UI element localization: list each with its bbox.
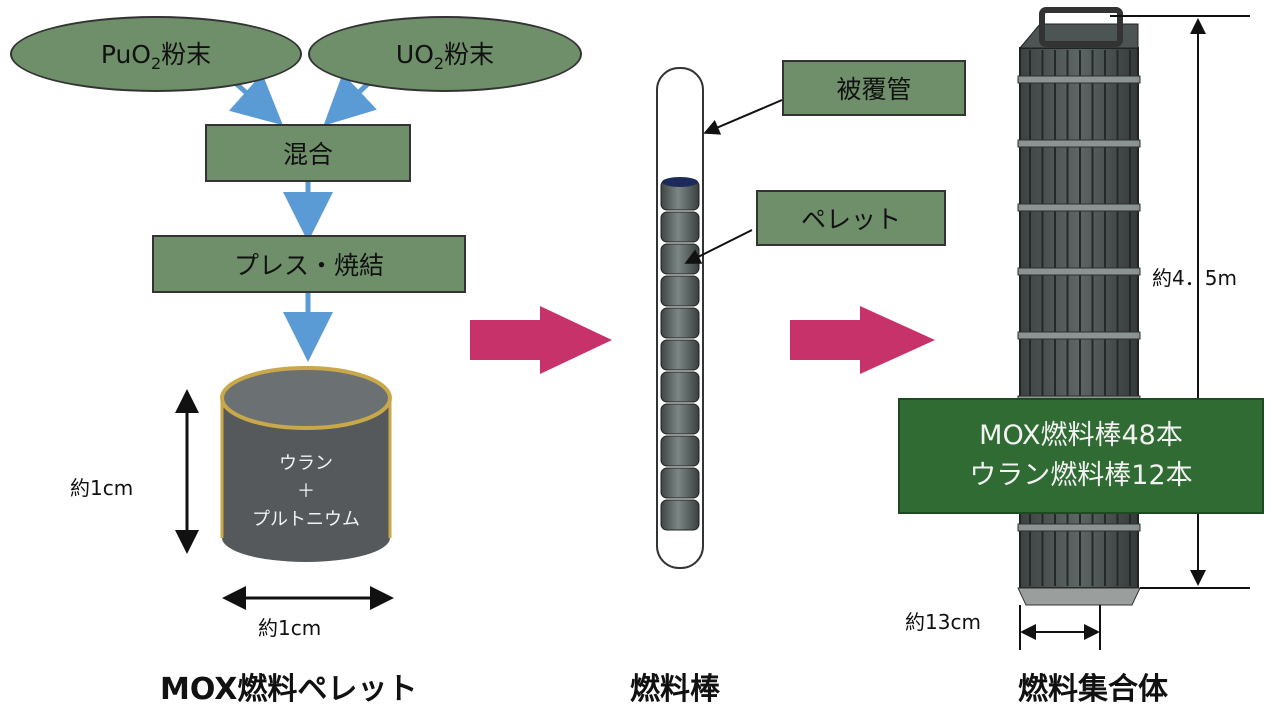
assembly-grid-spacer: [1017, 75, 1141, 84]
rod-pellet-top: [662, 177, 698, 187]
fuel-rod: [656, 67, 704, 569]
puo2-label: PuO2粉末: [100, 40, 212, 73]
assembly-width-label: 約13cm: [905, 610, 981, 634]
pellet-line-plutonium: プルトニウム: [252, 509, 360, 530]
composition-uranium: ウラン燃料棒12本: [969, 460, 1193, 491]
big-arrow-2: [790, 306, 935, 374]
pellet-callout-label: ペレット: [800, 205, 901, 234]
rod-pellet: [660, 211, 700, 243]
rod-pellet: [660, 499, 700, 531]
assembly-grid-spacer: [1017, 203, 1141, 212]
rod-pellet: [660, 307, 700, 339]
big-arrow-1: [470, 306, 612, 374]
assembly-composition-box: MOX燃料棒48本 ウラン燃料棒12本: [898, 398, 1264, 514]
composition-mox: MOX燃料棒48本: [979, 420, 1183, 451]
fuel-assembly: [1017, 7, 1141, 606]
caption-fuel-assembly: 燃料集合体: [1018, 672, 1168, 707]
rod-pellet: [660, 435, 700, 467]
rod-pellet: [660, 275, 700, 307]
uo2-powder-oval: UO2粉末: [308, 16, 582, 92]
assembly-height-label: 約4．5m: [1152, 266, 1237, 290]
pellet-callout-box: ペレット: [756, 190, 946, 246]
pellet-leader: [684, 229, 753, 264]
rod-pellet: [660, 371, 700, 403]
assembly-grid-spacer: [1017, 139, 1141, 148]
assembly-grid-spacer: [1017, 267, 1141, 276]
uo2-label: UO2粉末: [395, 40, 495, 73]
cladding-box: 被覆管: [782, 60, 966, 116]
rod-pellet: [660, 467, 700, 499]
pellet-line-plus: ＋: [297, 481, 315, 502]
mix-box: 混合: [205, 124, 411, 182]
rod-pellet: [660, 339, 700, 371]
pellet-line-uranium: ウラン: [279, 453, 333, 474]
mix-label: 混合: [282, 140, 333, 169]
cladding-leader: [703, 99, 783, 135]
puo2-powder-oval: PuO2粉末: [10, 16, 302, 92]
pellet-height-label: 約1cm: [70, 476, 134, 500]
caption-mox-pellet: MOX燃料ペレット: [160, 672, 418, 707]
press-sinter-box: プレス・焼結: [152, 235, 466, 293]
rod-pellet: [660, 403, 700, 435]
assembly-grid-spacer: [1017, 523, 1141, 532]
cladding-label: 被覆管: [836, 75, 912, 104]
press-label: プレス・焼結: [233, 251, 384, 280]
pellet-composition: ウラン ＋ プルトニウム: [222, 450, 390, 534]
caption-fuel-rod: 燃料棒: [630, 672, 720, 707]
flow-arrow-uo2: [323, 73, 377, 126]
pellet-cylinder: [220, 366, 392, 562]
pellet-width-label: 約1cm: [258, 616, 322, 640]
assembly-grid-spacer: [1017, 331, 1141, 340]
